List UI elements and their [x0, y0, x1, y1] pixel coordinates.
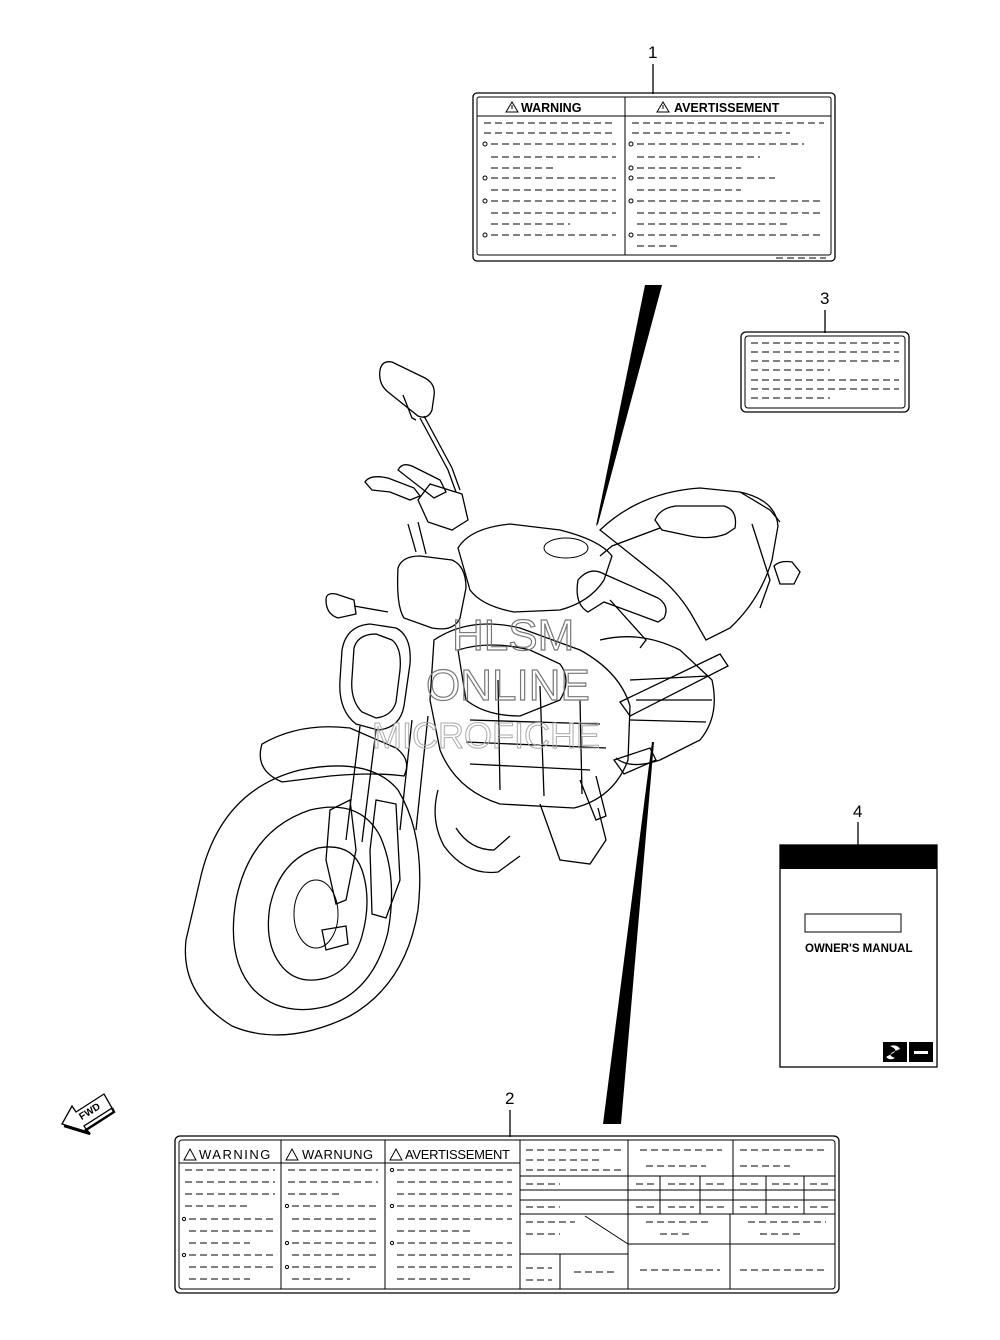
manual-title: OWNER'S MANUAL — [805, 943, 913, 955]
callout-1[interactable]: 1 — [648, 43, 657, 94]
fwd-arrow-icon: FWD — [61, 1093, 116, 1136]
label2-header-warnung: WARNUNG — [302, 1147, 374, 1162]
callout-2[interactable]: 2 — [505, 1089, 514, 1137]
watermark-line1: HLSM — [452, 611, 574, 660]
warning-triangle-icon — [505, 101, 519, 113]
label1-right-text — [628, 122, 826, 259]
callout-2-number: 2 — [505, 1089, 514, 1108]
label2-col3-text — [389, 1167, 512, 1280]
label2-header-warning: WARNING — [199, 1147, 272, 1162]
motorcycle-illustration — [184, 361, 801, 1036]
leader-wedge-label2 — [603, 742, 654, 1124]
callout-4[interactable]: 4 — [853, 802, 862, 846]
watermark-line3: MICROFICHE — [372, 715, 600, 756]
label1-warning-header: WARNING — [521, 101, 581, 115]
watermark: HLSM ONLINE MICROFICHE — [372, 610, 601, 756]
warning-triangle-icon — [656, 101, 670, 113]
label2-col1-text — [181, 1169, 275, 1280]
warning-label-2[interactable]: WARNING WARNUNG AVERTISSEMENT — [174, 1135, 840, 1294]
watermark-line2: ONLINE — [426, 661, 590, 710]
leader-wedge-label1 — [596, 285, 662, 526]
label2-col2-text — [284, 1169, 378, 1280]
warning-triangle-icon — [285, 1147, 299, 1161]
label3-text — [751, 342, 899, 399]
label1-avertissement-header: AVERTISSEMENT — [674, 101, 780, 115]
label1-left-text — [482, 122, 616, 238]
warning-triangle-icon — [389, 1147, 403, 1161]
info-label-3[interactable] — [740, 331, 910, 413]
suzuki-logo-icon — [883, 1042, 933, 1062]
callout-1-number: 1 — [648, 43, 657, 62]
callout-3-number: 3 — [820, 289, 829, 308]
callout-3[interactable]: 3 — [820, 289, 829, 333]
warning-label-1[interactable]: WARNING AVERTISSEMENT — [472, 92, 836, 262]
label2-table — [520, 1140, 835, 1289]
warning-triangle-icon — [183, 1147, 197, 1161]
label2-header-avertissement: AVERTISSEMENT — [405, 1147, 510, 1162]
callout-4-number: 4 — [853, 802, 862, 821]
owners-manual-booklet[interactable]: OWNER'S MANUAL — [779, 844, 938, 1068]
